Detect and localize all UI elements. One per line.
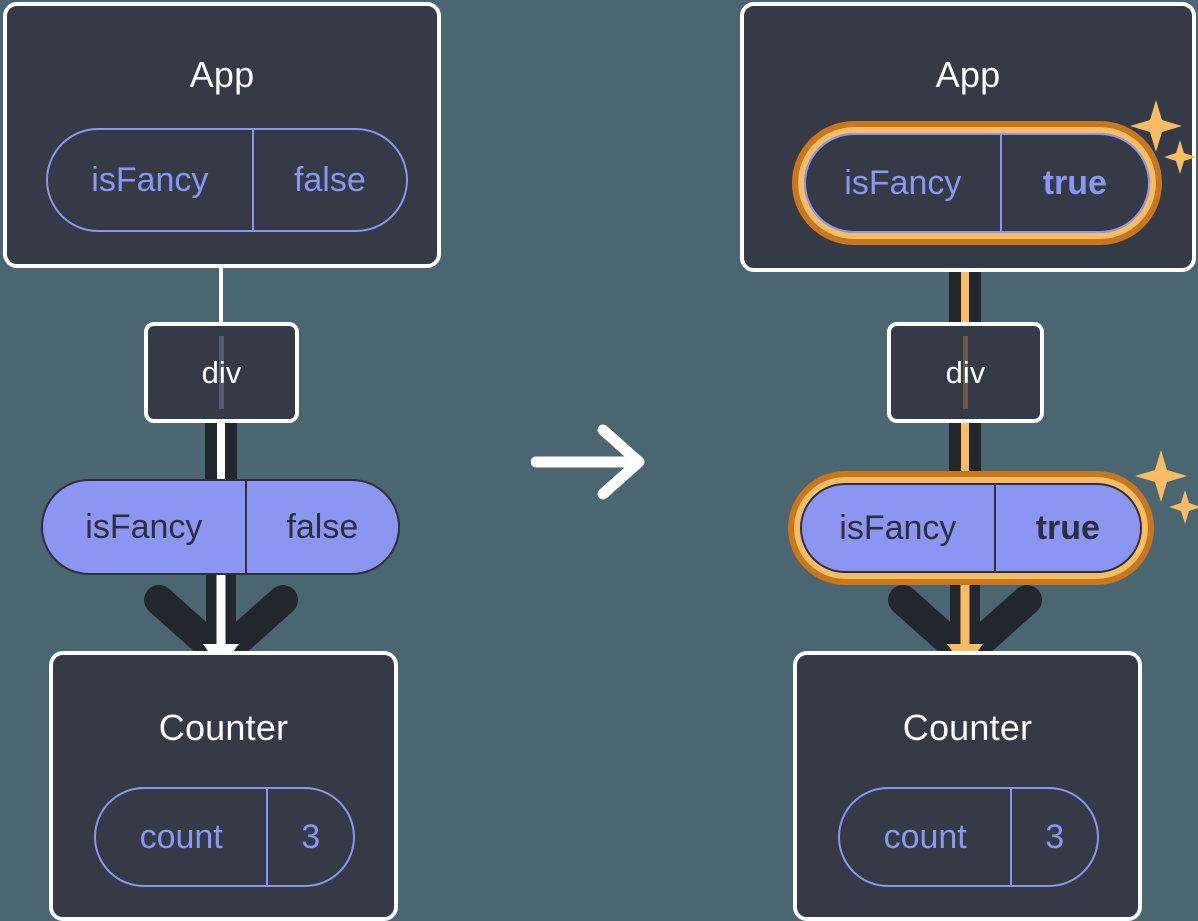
app-title-before: App — [189, 54, 255, 95]
prop-pill-before: isFancy false — [41, 479, 400, 575]
prop-arrow-after — [888, 561, 1042, 669]
sparkles-icon-prop-after — [1135, 450, 1198, 524]
prop-pill-after: isFancy true — [800, 483, 1142, 573]
app-title-after: App — [935, 54, 1001, 95]
pill-name: count — [883, 817, 967, 856]
pill-value: 3 — [266, 789, 353, 885]
app-state-pill-after: isFancy true — [804, 133, 1150, 233]
pill-value: false — [251, 130, 406, 230]
prop-arrow-before — [144, 561, 298, 669]
pill-name: isFancy — [839, 508, 957, 547]
counter-box-after: Counter count 3 — [793, 651, 1142, 921]
pill-name: isFancy — [844, 163, 962, 202]
transition-arrow-icon — [531, 424, 645, 500]
counter-state-pill-after: count 3 — [838, 787, 1099, 887]
pill-value: false — [244, 481, 398, 573]
pill-value: 3 — [1010, 789, 1097, 885]
counter-box-before: Counter count 3 — [49, 651, 398, 921]
counter-state-pill-before: count 3 — [94, 787, 355, 887]
connector-ghost-after — [963, 336, 968, 409]
div-node-label: div — [201, 354, 242, 390]
pill-name: isFancy — [85, 507, 203, 546]
div-node-before: div — [144, 322, 299, 423]
counter-title-before: Counter — [158, 707, 289, 748]
pill-name: isFancy — [91, 160, 209, 199]
div-node-label: div — [945, 354, 986, 390]
connector-ghost-before — [219, 336, 224, 409]
sparkles-icon-app-after — [1130, 100, 1196, 174]
app-state-pill-before: isFancy false — [46, 128, 408, 232]
pill-value: true — [999, 135, 1148, 231]
app-box-before: App isFancy false — [3, 2, 441, 268]
pill-name: count — [139, 817, 223, 856]
connector-app-to-div-before — [219, 262, 223, 324]
connector-div-to-prop-core-before — [217, 419, 225, 485]
div-node-after: div — [887, 322, 1044, 423]
connector-div-to-prop-core-after — [961, 419, 969, 485]
connector-app-to-div-core-after — [961, 225, 969, 326]
counter-title-after: Counter — [902, 707, 1033, 748]
pill-value: true — [993, 485, 1140, 571]
